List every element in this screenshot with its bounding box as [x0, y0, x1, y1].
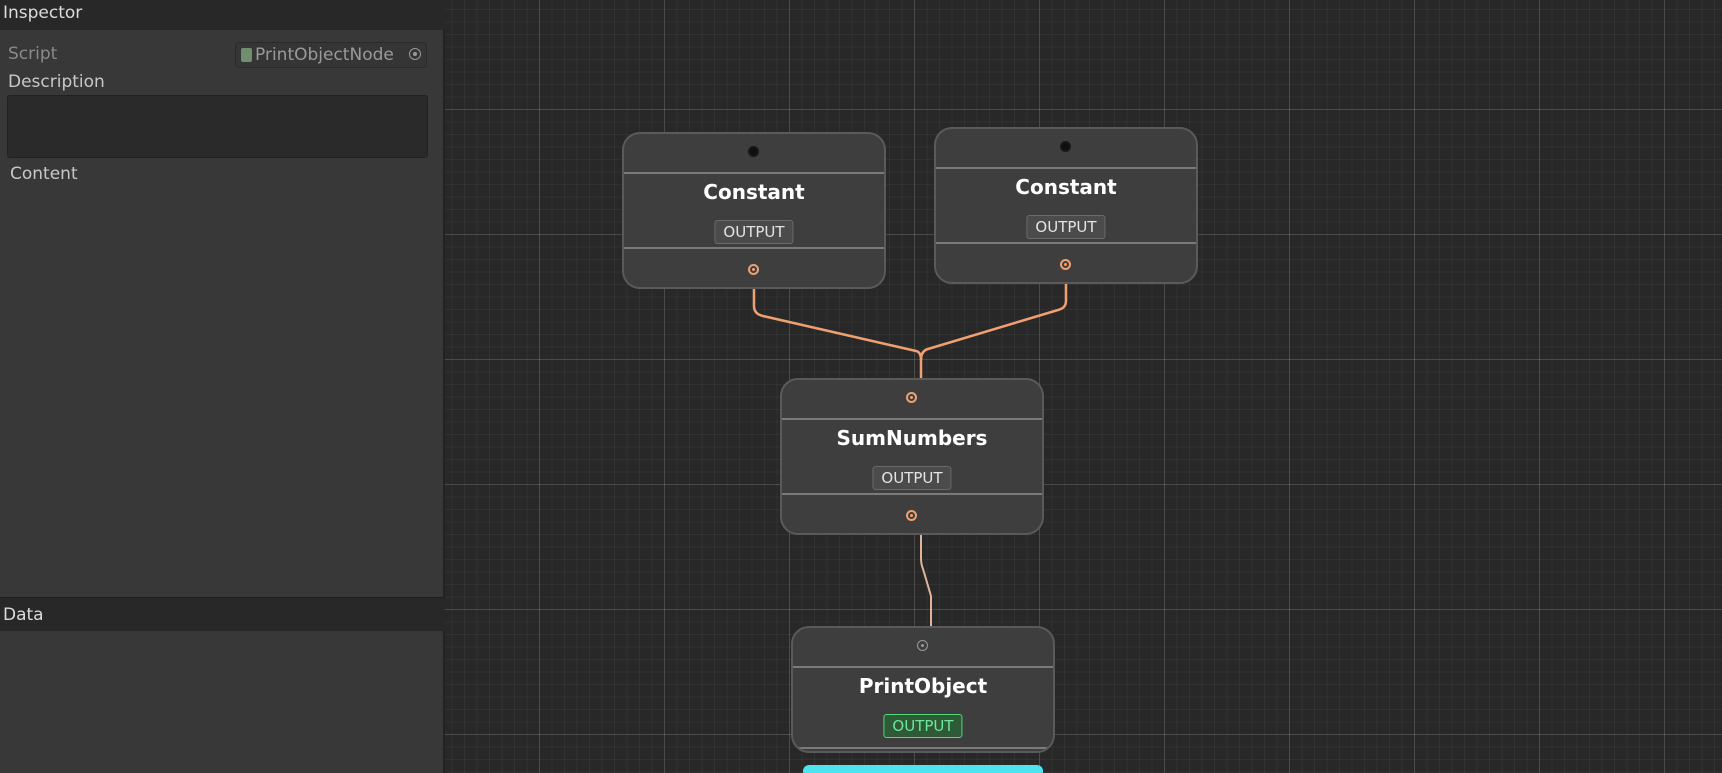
- data-panel-body: [0, 631, 443, 773]
- script-object-field[interactable]: PrintObjectNode: [235, 42, 427, 68]
- content-label: Content: [10, 164, 78, 184]
- graph-canvas[interactable]: Constant OUTPUT Constant OUTPUT SumNumbe…: [445, 0, 1722, 773]
- node-title: PrintObject: [858, 674, 988, 698]
- output-label: OUTPUT: [714, 220, 794, 244]
- script-label: Script: [8, 44, 58, 64]
- node-header: [936, 129, 1196, 169]
- data-panel-header: Data: [0, 597, 445, 631]
- node-footer: [793, 747, 1053, 751]
- edge-constant2-to-sum[interactable]: [919, 271, 1068, 361]
- output-label: OUTPUT: [1026, 215, 1106, 239]
- node-footer: [936, 242, 1196, 282]
- edge-sum-to-print[interactable]: [920, 523, 932, 634]
- node-title: Constant: [703, 180, 805, 204]
- node-sumnumbers[interactable]: SumNumbers OUTPUT: [780, 378, 1044, 535]
- node-footer: [624, 247, 884, 287]
- running-indicator: [803, 765, 1043, 773]
- node-title: Constant: [1015, 175, 1117, 199]
- object-picker-icon[interactable]: [409, 48, 421, 60]
- inspector-panel: Inspector Script PrintObjectNode Descrip…: [0, 0, 445, 773]
- output-port[interactable]: [748, 264, 759, 275]
- output-label: OUTPUT: [872, 466, 952, 490]
- inspector-header: Inspector: [0, 0, 445, 30]
- graph-edges: [752, 271, 1068, 634]
- node-constant-1[interactable]: Constant OUTPUT: [622, 132, 886, 289]
- input-port[interactable]: [917, 640, 928, 651]
- output-label-active: OUTPUT: [883, 714, 963, 738]
- input-port[interactable]: [906, 392, 917, 403]
- script-value: PrintObjectNode: [255, 45, 394, 65]
- node-header: [624, 134, 884, 174]
- output-port[interactable]: [906, 510, 917, 521]
- edge-constant1-to-sum[interactable]: [752, 276, 923, 386]
- description-label: Description: [8, 72, 105, 92]
- node-title: SumNumbers: [836, 426, 988, 450]
- node-header: [782, 380, 1042, 420]
- node-footer: [782, 493, 1042, 533]
- node-header: [793, 628, 1053, 668]
- output-port[interactable]: [1060, 259, 1071, 270]
- input-port[interactable]: [1060, 141, 1071, 152]
- script-icon: [241, 48, 252, 62]
- node-constant-2[interactable]: Constant OUTPUT: [934, 127, 1198, 284]
- input-port[interactable]: [748, 146, 759, 157]
- node-printobject[interactable]: PrintObject OUTPUT: [791, 626, 1055, 753]
- description-textarea[interactable]: [7, 95, 428, 158]
